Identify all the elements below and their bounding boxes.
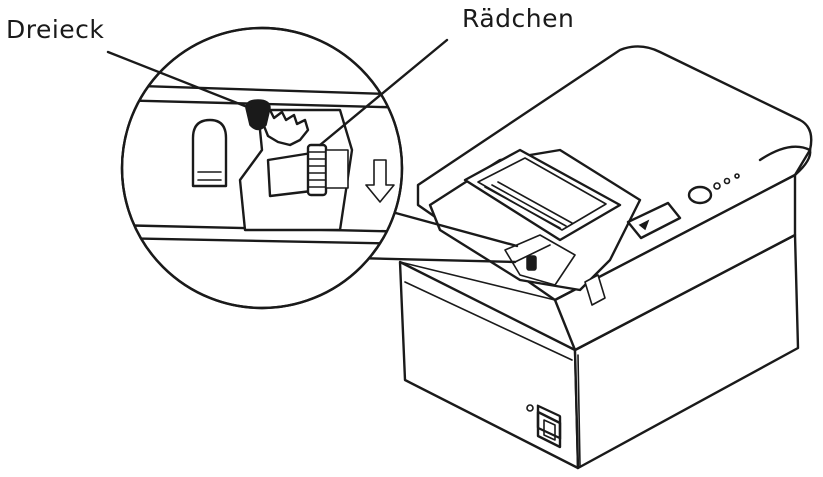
led-1	[713, 182, 721, 190]
detail-gear-teeth	[260, 108, 310, 147]
cover-clip	[584, 274, 606, 306]
wheel-label: Rädchen	[462, 4, 575, 33]
paper-edge-3	[497, 181, 573, 224]
wheel-knurl	[308, 151, 326, 188]
printer-upper-side	[553, 173, 797, 352]
detail-right-bracket	[325, 149, 349, 189]
magnifier-outline	[120, 26, 404, 310]
cutter-knob	[526, 255, 537, 271]
callout-pointers	[106, 38, 449, 147]
leader-lower	[353, 256, 517, 264]
down-arrow-icon	[365, 159, 395, 203]
cutter-area	[504, 234, 576, 286]
paper-slot	[463, 148, 622, 242]
detail-bottom-bar-2	[122, 236, 402, 246]
cutter-guide	[514, 244, 551, 263]
paper-edge-1	[484, 186, 561, 229]
leader-upper	[390, 210, 519, 248]
connector-outline	[536, 410, 562, 449]
detail-top-bar-1	[122, 83, 402, 97]
paper-edge-2	[491, 184, 567, 227]
front-lower-band	[404, 281, 573, 361]
pointer-triangle	[106, 50, 257, 112]
detail-paper-guide-foot	[197, 171, 222, 181]
power-button	[687, 185, 713, 205]
detail-magnifier	[120, 26, 404, 310]
printer-seam	[577, 354, 581, 467]
pointer-wheel	[318, 38, 449, 147]
triangle-label: Dreieck	[6, 15, 105, 44]
magnifier-leaders	[353, 210, 519, 264]
cover-open-lever	[626, 201, 682, 240]
printer-body	[398, 45, 813, 470]
led-3	[734, 173, 740, 179]
led-2	[723, 177, 731, 185]
lid-edge	[758, 145, 812, 162]
printer-corner	[793, 148, 812, 177]
connector-inner	[543, 419, 556, 441]
detail-paper-guide	[191, 118, 228, 188]
lever-arrow-icon	[638, 219, 650, 231]
screw-hole	[526, 404, 534, 412]
triangle-marker-icon	[245, 99, 271, 131]
front-band	[399, 261, 556, 301]
